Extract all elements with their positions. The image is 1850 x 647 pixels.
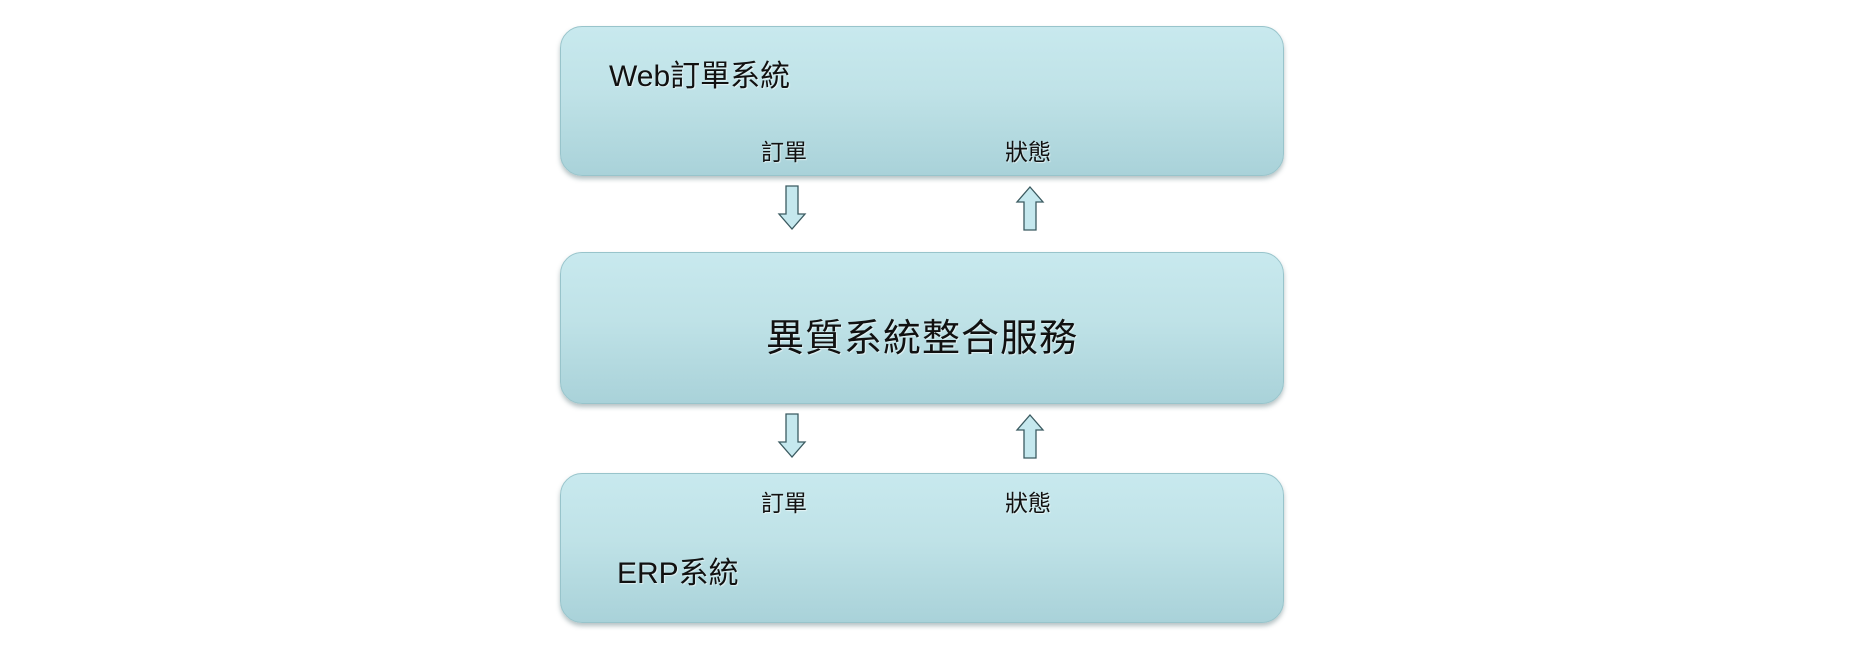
arrow-down-icon (777, 413, 807, 458)
arrow-up-icon (1015, 186, 1045, 231)
arrow-up-icon (1015, 414, 1045, 459)
erp-system-title: ERP系統 (617, 557, 739, 590)
erp-system-box: 訂單 狀態 ERP系統 (560, 473, 1284, 623)
erp-status-label: 狀態 (1005, 491, 1051, 517)
web-system-title: Web訂單系統 (609, 60, 791, 93)
integration-service-box: 異質系統整合服務 (560, 252, 1284, 404)
web-order-system-box: Web訂單系統 訂單 狀態 (560, 26, 1284, 176)
arrow-down-icon (777, 185, 807, 230)
web-status-label: 狀態 (1005, 140, 1051, 166)
erp-order-label: 訂單 (761, 491, 807, 517)
integration-service-title: 異質系統整合服務 (765, 316, 1078, 360)
web-order-label: 訂單 (761, 140, 807, 166)
